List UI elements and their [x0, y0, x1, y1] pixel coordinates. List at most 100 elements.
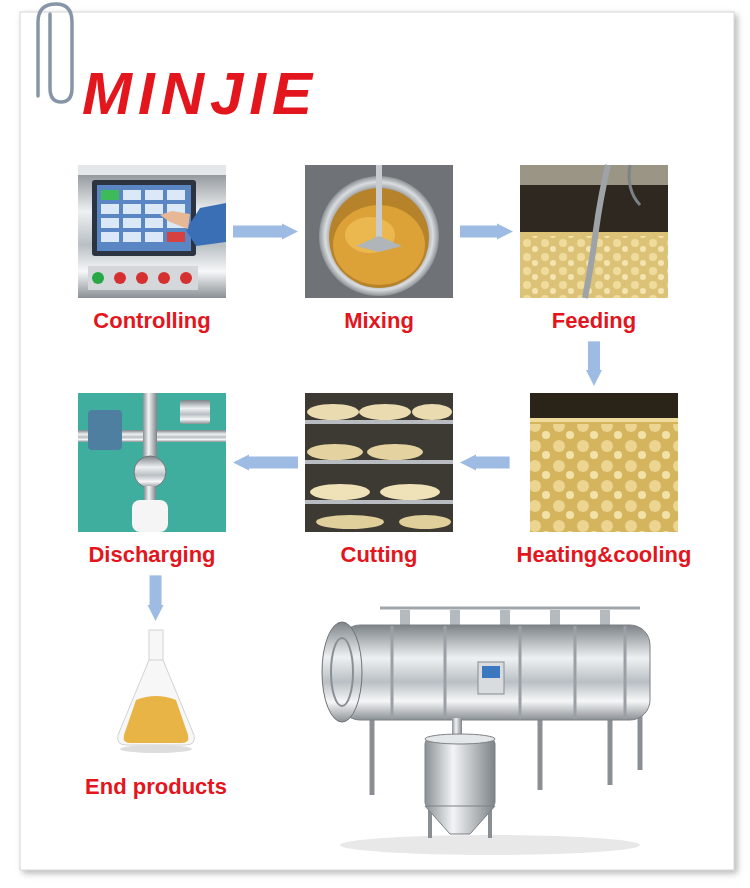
cutting-photo [380, 484, 440, 500]
feeding-photo [585, 165, 608, 298]
dryer-machine-illustration [538, 718, 543, 790]
control-panel-photo [78, 165, 226, 175]
control-panel-photo [97, 185, 191, 251]
step-label: Mixing [344, 308, 414, 334]
step-label: End products [85, 774, 227, 800]
dryer-machine-illustration [600, 610, 610, 626]
dryer-machine-illustration [574, 626, 577, 719]
heating-cooling-photo [530, 393, 678, 532]
discharging-photo [88, 410, 122, 450]
cutting-photo [310, 484, 370, 500]
dryer-machine-illustration [519, 626, 522, 719]
mixing-tank-photo [305, 165, 453, 298]
dryer-machine-illustration [608, 715, 613, 785]
step-label: Heating&cooling [517, 542, 692, 568]
powder-flask-photo [118, 630, 195, 753]
paperclip [38, 4, 72, 102]
photo-slot [520, 165, 668, 298]
control-panel-photo [158, 272, 170, 284]
control-panel-photo [167, 232, 185, 242]
process-step: End products [85, 628, 227, 800]
dryer-machine-illustration [322, 622, 362, 722]
control-panel-photo [101, 190, 189, 246]
cutting-photo [305, 500, 453, 504]
photo-slot [530, 393, 678, 532]
control-panel-photo [186, 203, 226, 246]
photo-slot [305, 393, 453, 532]
control-panel-photo [78, 165, 226, 298]
page-frame [20, 12, 734, 870]
control-panel-photo [136, 272, 148, 284]
dryer-machine-illustration [425, 734, 495, 744]
cutting-photo [307, 444, 363, 460]
flow-arrow [460, 226, 497, 238]
process-step: Feeding [520, 165, 668, 334]
dryer-machine-illustration [500, 610, 510, 626]
discharging-photo [180, 400, 210, 424]
dryer-machine-illustration [638, 712, 643, 770]
powder-flask-photo [124, 696, 189, 743]
discharging-photo [78, 393, 226, 532]
process-step: Heating&cooling [517, 393, 692, 568]
dryer-machine-illustration [380, 607, 640, 610]
process-step: Cutting [305, 393, 453, 568]
control-panel-photo [92, 272, 104, 284]
dryer-machine-illustration [425, 806, 495, 834]
dryer-machine-illustration [450, 610, 460, 626]
step-label: Feeding [552, 308, 636, 334]
control-panel-photo [114, 272, 126, 284]
step-label: Discharging [88, 542, 215, 568]
dryer-machine-illustration [400, 610, 410, 626]
flow-arrow [588, 341, 600, 370]
heating-cooling-photo [530, 420, 678, 532]
step-label: Cutting [341, 542, 418, 568]
cutting-photo [305, 393, 453, 532]
step-label: Controlling [93, 308, 210, 334]
cutting-photo [305, 420, 453, 424]
feeding-photo [629, 165, 640, 205]
dryer-machine-illustration [425, 738, 495, 808]
discharging-photo [132, 500, 168, 532]
discharging-photo [134, 456, 166, 488]
process-step: Discharging [78, 393, 226, 568]
cutting-photo [359, 404, 411, 420]
control-panel-photo [101, 190, 119, 200]
dryer-machine-illustration [482, 666, 500, 678]
dryer-machine-illustration [624, 626, 627, 719]
cutting-photo [305, 393, 453, 532]
dryer-machine-illustration [370, 715, 375, 795]
mixing-tank-photo [305, 165, 453, 298]
paperclip [38, 4, 72, 102]
powder-flask-photo [149, 630, 163, 662]
photo-slot [305, 165, 453, 298]
feeding-photo [520, 165, 668, 298]
process-step: Controlling [78, 165, 226, 334]
mixing-tank-photo [376, 165, 382, 237]
control-panel-photo [160, 211, 190, 229]
dryer-machine-illustration [340, 625, 650, 720]
discharging-photo [78, 393, 226, 532]
dryer-machine-illustration [322, 608, 650, 855]
feeding-photo [520, 165, 668, 185]
flow-arrow [150, 575, 162, 605]
cutting-photo [367, 444, 423, 460]
control-panel-photo [88, 266, 198, 290]
cutting-photo [307, 404, 359, 420]
page-frame [20, 12, 734, 870]
photo-slot [78, 165, 226, 298]
cutting-photo [399, 515, 451, 529]
dryer-machine-illustration [550, 610, 560, 626]
dryer-machine-illustration [391, 626, 394, 719]
flow-arrow [476, 457, 510, 469]
photo-slot [78, 393, 226, 532]
powder-flask-photo [118, 660, 195, 745]
control-panel-photo [92, 180, 196, 256]
photo-slot [112, 628, 200, 752]
dryer-machine-illustration [331, 638, 353, 706]
heating-cooling-photo [530, 418, 678, 422]
feeding-photo [520, 165, 668, 298]
powder-flask-photo [120, 745, 192, 753]
cutting-photo [316, 515, 384, 529]
